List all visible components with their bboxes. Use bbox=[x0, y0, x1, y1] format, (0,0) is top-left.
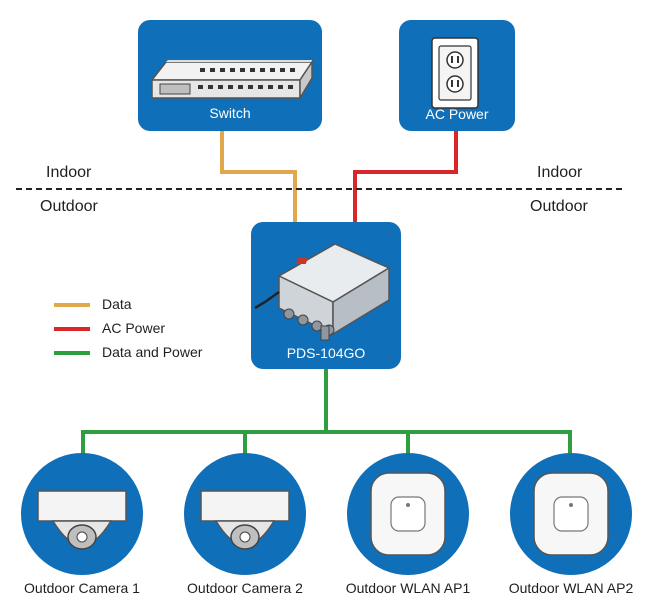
legend-swatch-data-and-power bbox=[54, 351, 90, 355]
indoor-label-right: Indoor bbox=[537, 164, 583, 181]
access-point-icon bbox=[370, 472, 446, 556]
wlan-ap-1-label: Outdoor WLAN AP1 bbox=[345, 580, 471, 596]
switch-node: Switch bbox=[138, 20, 322, 131]
ac-power-node: AC Power bbox=[399, 20, 515, 131]
ac-power-wire bbox=[353, 130, 458, 224]
dome-camera-icon bbox=[200, 490, 290, 550]
camera-2-label: Outdoor Camera 2 bbox=[187, 580, 303, 596]
legend-label-data: Data bbox=[102, 296, 132, 312]
switch-label: Switch bbox=[209, 105, 251, 121]
outdoor-poe-injector-icon bbox=[254, 243, 391, 341]
legend-label-data-and-power: Data and Power bbox=[102, 344, 203, 360]
legend-label-ac-power: AC Power bbox=[102, 320, 166, 336]
wlan-ap-2-node bbox=[510, 453, 632, 575]
camera-1-label: Outdoor Camera 1 bbox=[24, 580, 140, 596]
wlan-ap-2-label: Outdoor WLAN AP2 bbox=[508, 580, 634, 596]
legend-swatch-ac-power bbox=[54, 327, 90, 331]
camera-1-node bbox=[21, 453, 143, 575]
wlan-ap-1-node bbox=[347, 453, 469, 575]
legend-swatch-data bbox=[54, 303, 90, 307]
ac-power-label: AC Power bbox=[425, 106, 489, 122]
outdoor-label-right: Outdoor bbox=[530, 198, 588, 215]
indoor-label-left: Indoor bbox=[46, 164, 92, 181]
camera-2-node bbox=[184, 453, 306, 575]
injector-label: PDS-104GO bbox=[286, 345, 366, 361]
power-outlet-icon bbox=[431, 37, 479, 109]
dome-camera-icon bbox=[37, 490, 127, 550]
injector-node: PDS-104GO bbox=[251, 222, 401, 369]
network-switch-icon bbox=[150, 59, 314, 101]
outdoor-label-left: Outdoor bbox=[40, 198, 98, 215]
access-point-icon bbox=[533, 472, 609, 556]
data-wire bbox=[220, 130, 297, 224]
